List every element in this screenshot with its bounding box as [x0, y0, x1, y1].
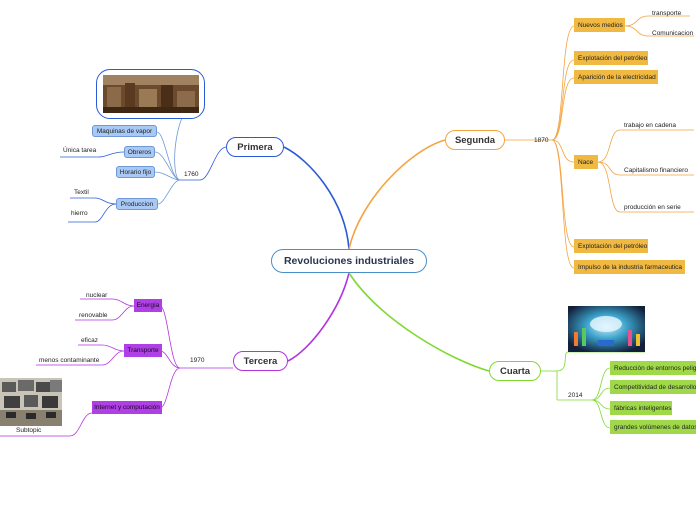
cuarta-item-entornos[interactable]: Reducción de entornos peligrosos: [610, 361, 696, 375]
segunda-nace-capitalismo[interactable]: Capitalismo financiero: [624, 167, 688, 174]
segunda-nuevos-medios-comunicacion[interactable]: Comunicacion: [652, 30, 694, 37]
factory-image: [103, 75, 199, 113]
primera-year: 1760: [184, 171, 199, 178]
segunda-item-petroleo-1[interactable]: Explotación del petróleo: [574, 51, 648, 65]
primera-item-horario[interactable]: Horario fijo: [116, 166, 155, 178]
segunda-item-electricidad[interactable]: Aparición de la electricidad: [574, 70, 658, 84]
cuarta-item-datos[interactable]: grandes volúmenes de datos: [610, 420, 696, 434]
primera-item-produccion[interactable]: Produccion: [116, 198, 158, 210]
tercera-energia-nuclear[interactable]: nuclear: [86, 292, 108, 299]
topic-segunda[interactable]: Segunda: [445, 130, 505, 150]
cuarta-item-fabricas[interactable]: fábricas inteligentes: [610, 401, 672, 415]
tercera-energia-renovable[interactable]: renovable: [79, 312, 108, 319]
segunda-item-nuevos-medios[interactable]: Nuevos medios: [574, 18, 625, 32]
segunda-item-farmaceutica[interactable]: Impulso de la industria farmaceutica: [574, 260, 685, 274]
primera-produccion-sub-textil[interactable]: Textil: [74, 189, 89, 196]
computer-room-picture: [0, 378, 62, 426]
segunda-item-petroleo-2[interactable]: Explotación del petróleo: [574, 239, 648, 253]
tercera-transporte-menos-contaminante[interactable]: menos contaminante: [39, 357, 100, 364]
tercera-item-internet[interactable]: Internet y computación: [92, 401, 162, 414]
segunda-nace-trabajo-cadena[interactable]: trabajo en cadena: [624, 122, 677, 129]
central-topic[interactable]: Revoluciones industriales: [271, 249, 427, 273]
segunda-year: 1870: [534, 137, 549, 144]
segunda-nace-produccion-serie[interactable]: producción en serie: [624, 204, 681, 211]
topic-cuarta[interactable]: Cuarta: [489, 361, 541, 381]
tercera-transporte-eficaz[interactable]: eficaz: [81, 337, 98, 344]
primera-item-maquinas[interactable]: Maquinas de vapor: [92, 125, 157, 137]
digital-tech-picture: [568, 306, 645, 352]
primera-image-frame[interactable]: [96, 69, 205, 119]
tercera-item-energia[interactable]: Energía: [134, 299, 162, 312]
primera-produccion-sub-hierro[interactable]: hierro: [71, 210, 88, 217]
computers-image[interactable]: [0, 378, 62, 426]
cuarta-item-competitividad[interactable]: Competitividad de desarrollo: [610, 380, 696, 394]
tercera-year: 1970: [190, 357, 205, 364]
primera-item-obreros[interactable]: Obreros: [124, 146, 155, 158]
cuarta-year: 2014: [568, 392, 583, 399]
tercera-subtopic[interactable]: Subtopic: [16, 427, 42, 434]
primera-obreros-sub[interactable]: Única tarea: [63, 147, 97, 154]
topic-tercera[interactable]: Tercera: [233, 351, 288, 371]
cuarta-image[interactable]: [568, 306, 645, 352]
segunda-nuevos-medios-transporte[interactable]: transporte: [652, 10, 682, 17]
segunda-item-nace[interactable]: Nace: [574, 155, 598, 169]
topic-primera[interactable]: Primera: [226, 137, 284, 157]
tercera-item-transporte[interactable]: Transporte: [124, 344, 162, 357]
